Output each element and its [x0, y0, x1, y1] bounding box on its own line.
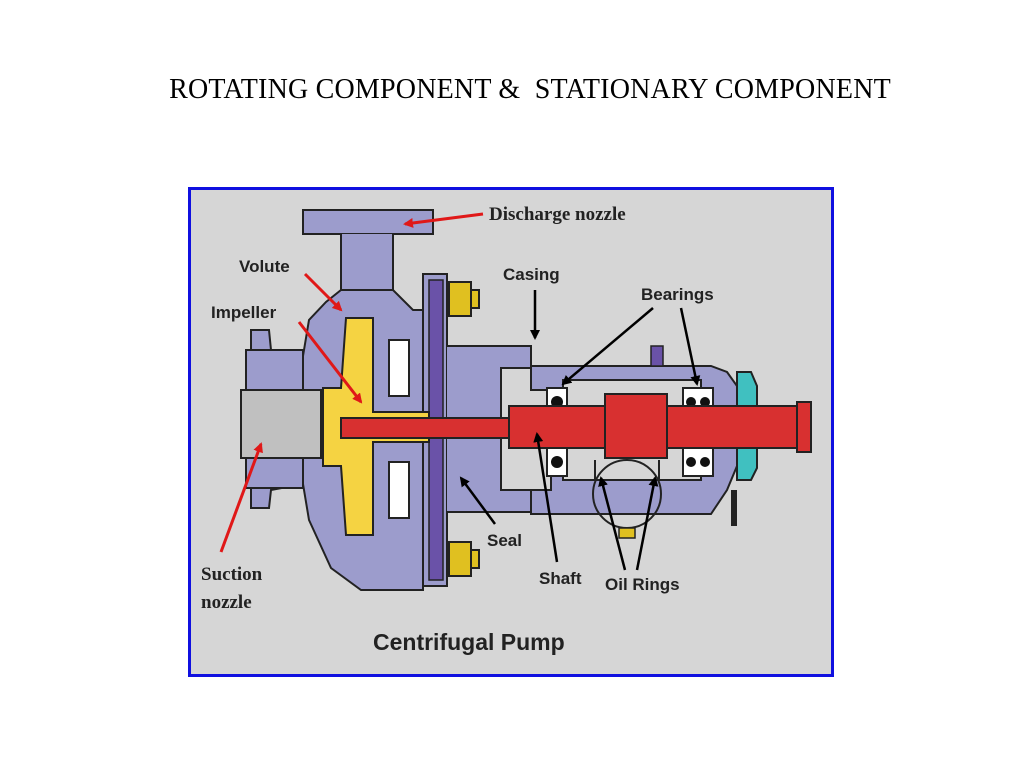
shaft-shape [340, 393, 812, 459]
label-impeller: Impeller [211, 303, 277, 322]
arrow-impeller [297, 321, 363, 404]
arrow-oil-rings-right [635, 476, 659, 571]
arrow-seal [459, 476, 497, 525]
arrow-bearings-right [679, 307, 701, 386]
label-discharge-nozzle: Discharge nozzle [489, 204, 626, 225]
oil-ring-shape [592, 459, 662, 539]
label-suction-line2: nozzle [201, 592, 252, 613]
arrow-volute [303, 272, 343, 312]
arrow-suction-nozzle [219, 442, 263, 553]
label-shaft: Shaft [539, 569, 582, 588]
label-casing: Casing [503, 265, 560, 284]
bolts [448, 281, 480, 577]
arrow-oil-rings-left [598, 476, 627, 571]
centrifugal-pump-diagram: Discharge nozzle Volute Impeller Casing … [188, 187, 834, 677]
label-bearings: Bearings [641, 285, 714, 304]
arrow-discharge-nozzle [403, 212, 484, 228]
pump-drawing: Discharge nozzle Volute Impeller Casing … [201, 204, 812, 655]
diagram-caption: Centrifugal Pump [373, 629, 565, 655]
arrow-shaft [533, 432, 559, 563]
label-volute: Volute [239, 257, 290, 276]
label-seal: Seal [487, 531, 522, 550]
slide-title: ROTATING COMPONENT & STATIONARY COMPONEN… [169, 74, 891, 105]
label-oil-rings: Oil Rings [605, 575, 680, 594]
label-suction-line1: Suction [201, 564, 263, 585]
arrow-bearings-left [561, 307, 654, 386]
